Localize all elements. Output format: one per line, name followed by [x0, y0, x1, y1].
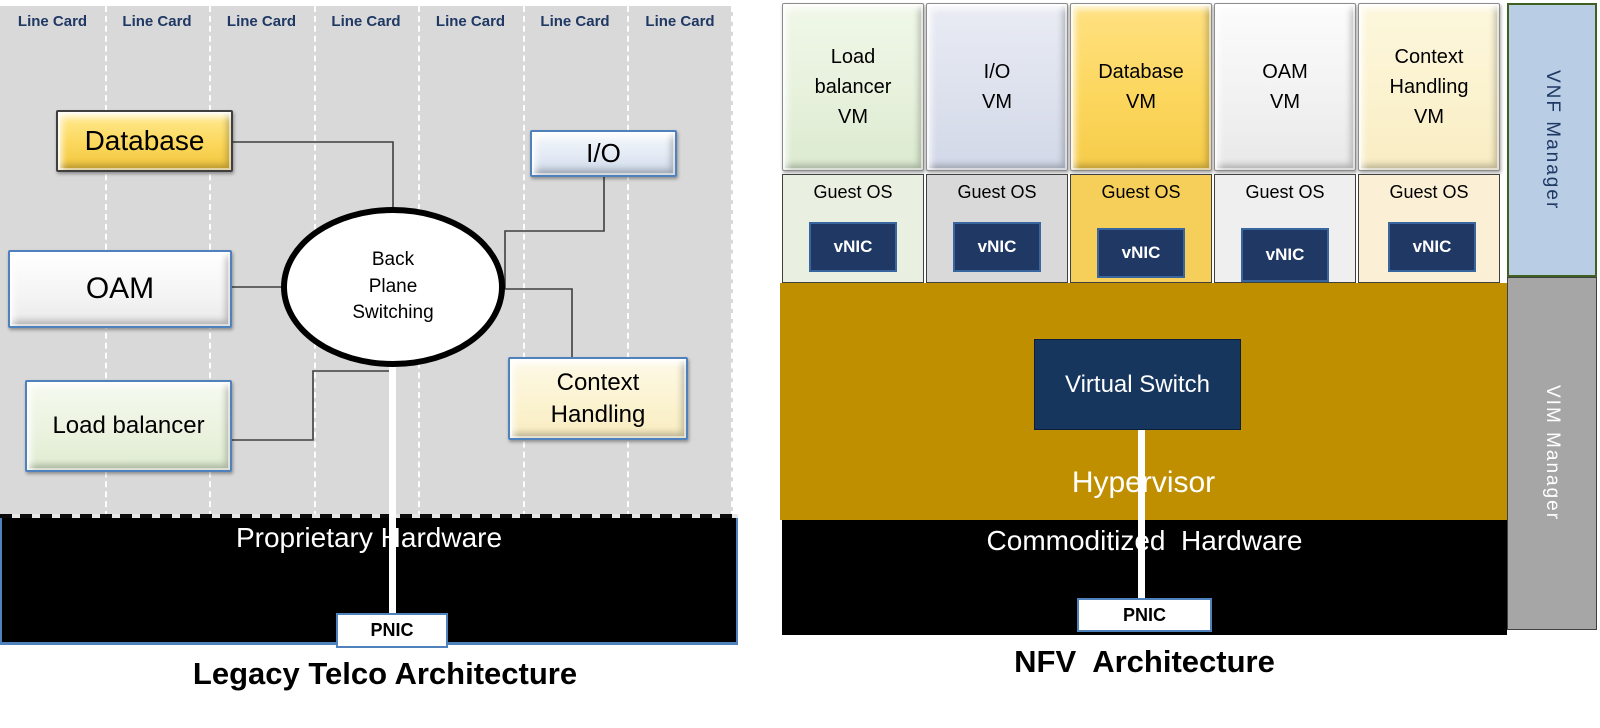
- vm-label: Database VM: [1098, 61, 1184, 113]
- io-label: I/O: [586, 138, 621, 168]
- database-box: Database: [56, 110, 233, 172]
- vnic-box: vNIC: [1097, 228, 1185, 278]
- vm-label: Load balancer VM: [814, 46, 892, 128]
- line-card-label: Line Card: [226, 12, 297, 30]
- proprietary-hardware-label: Proprietary Hardware: [235, 522, 503, 553]
- line-card-separator: [627, 6, 629, 517]
- vswitch-pnic-link: [1138, 430, 1145, 600]
- guest-os-label: Guest OS: [1245, 181, 1325, 202]
- line-card-label: Line Card: [540, 12, 610, 30]
- vm-box-context-handling: Context Handling VM: [1358, 3, 1500, 171]
- nfv-caption: NFV Architecture: [1014, 644, 1275, 679]
- vm-box-oam: OAM VM: [1214, 3, 1356, 171]
- backplane-switching-ellipse: Back Plane Switching: [281, 207, 505, 367]
- database-label: Database: [84, 125, 205, 156]
- guest-os-label: Guest OS: [1389, 181, 1469, 202]
- line-card-separator: [523, 6, 525, 517]
- vnf-manager-label: VNF Manager: [1542, 69, 1563, 211]
- backplane-pnic-link: [389, 367, 396, 615]
- pnic-box-left: PNIC: [336, 613, 448, 648]
- io-box: I/O: [530, 130, 677, 177]
- vnic-box: vNIC: [809, 222, 897, 272]
- backplane-label: Back Plane Switching: [352, 249, 434, 324]
- pnic-box-right: PNIC: [1077, 598, 1212, 632]
- vim-manager-bar: VIM Manager: [1507, 277, 1597, 630]
- line-card-label: Line Card: [435, 12, 506, 30]
- guest-os-label: Guest OS: [957, 181, 1037, 202]
- vm-label: Context Handling VM: [1389, 46, 1469, 128]
- vnic-box: vNIC: [1241, 228, 1329, 282]
- guest-os-label: Guest OS: [1101, 181, 1181, 202]
- line-card-label: Line Card: [122, 12, 192, 30]
- vm-box-database: Database VM: [1070, 3, 1212, 171]
- vnf-manager-bar: VNF Manager: [1507, 3, 1597, 277]
- vm-box-io: I/O VM: [926, 3, 1068, 171]
- context-handling-box: Context Handling: [508, 357, 688, 440]
- load-balancer-label: Load balancer: [52, 412, 205, 439]
- oam-label: OAM: [85, 272, 155, 305]
- legacy-caption: Legacy Telco Architecture: [192, 656, 578, 691]
- commoditized-hardware-label: Commoditized Hardware: [986, 525, 1303, 556]
- line-card-label: Line Card: [331, 12, 401, 30]
- guest-os-label: Guest OS: [813, 181, 893, 202]
- line-card-label: Line Card: [17, 12, 88, 30]
- virtual-switch-box: Virtual Switch: [1034, 339, 1241, 430]
- vm-label: I/O VM: [982, 61, 1012, 113]
- load-balancer-box: Load balancer: [25, 380, 232, 472]
- line-card-label: Line Card: [645, 12, 715, 30]
- vnic-box: vNIC: [1388, 222, 1476, 272]
- vim-manager-label: VIM Manager: [1542, 385, 1563, 522]
- vnic-box: vNIC: [953, 222, 1041, 272]
- hardware-dashed-edge: [0, 514, 738, 518]
- vm-box-load-balancer: Load balancer VM: [782, 3, 924, 171]
- oam-box: OAM: [8, 250, 232, 328]
- context-handling-label: Context Handling: [550, 369, 646, 428]
- vm-label: OAM VM: [1262, 61, 1308, 113]
